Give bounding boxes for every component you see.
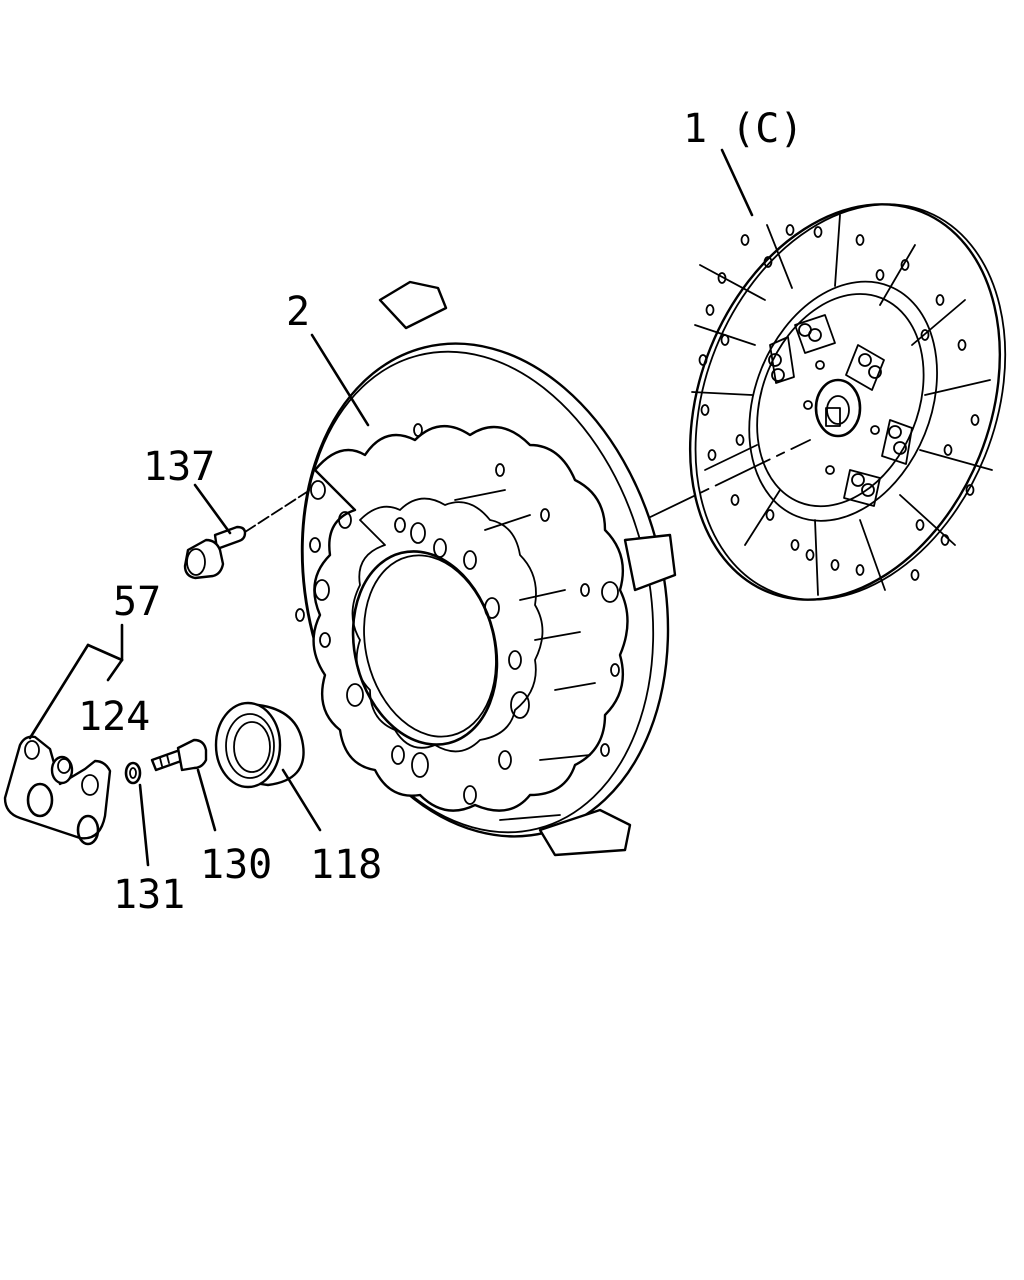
label-fork-bolt: 130 (200, 842, 272, 888)
label-washer: 131 (113, 872, 185, 918)
label-release-bearing: 118 (310, 842, 382, 888)
label-clutch-disc: 1 (C) (683, 106, 803, 152)
clutch-disc (688, 203, 1007, 601)
rivets (698, 224, 980, 581)
disc-hub (768, 314, 913, 507)
centerline (639, 439, 811, 523)
leader-lines (28, 148, 754, 867)
clutch-cover (295, 280, 677, 857)
label-pivot-bushing: 124 (78, 694, 150, 740)
washer (124, 761, 142, 785)
cover-bolt (183, 489, 311, 580)
cover-ribs (454, 489, 596, 821)
label-clutch-cover: 2 (286, 289, 310, 335)
label-release-fork: 57 (113, 579, 161, 625)
fork-bolt (150, 738, 208, 772)
cover-bolt-holes (295, 423, 620, 805)
pivot-bushing (50, 755, 74, 785)
friction-segments (691, 214, 993, 596)
label-cover-bolt: 137 (143, 444, 215, 490)
release-fork (3, 735, 112, 846)
release-bearing (214, 701, 305, 789)
